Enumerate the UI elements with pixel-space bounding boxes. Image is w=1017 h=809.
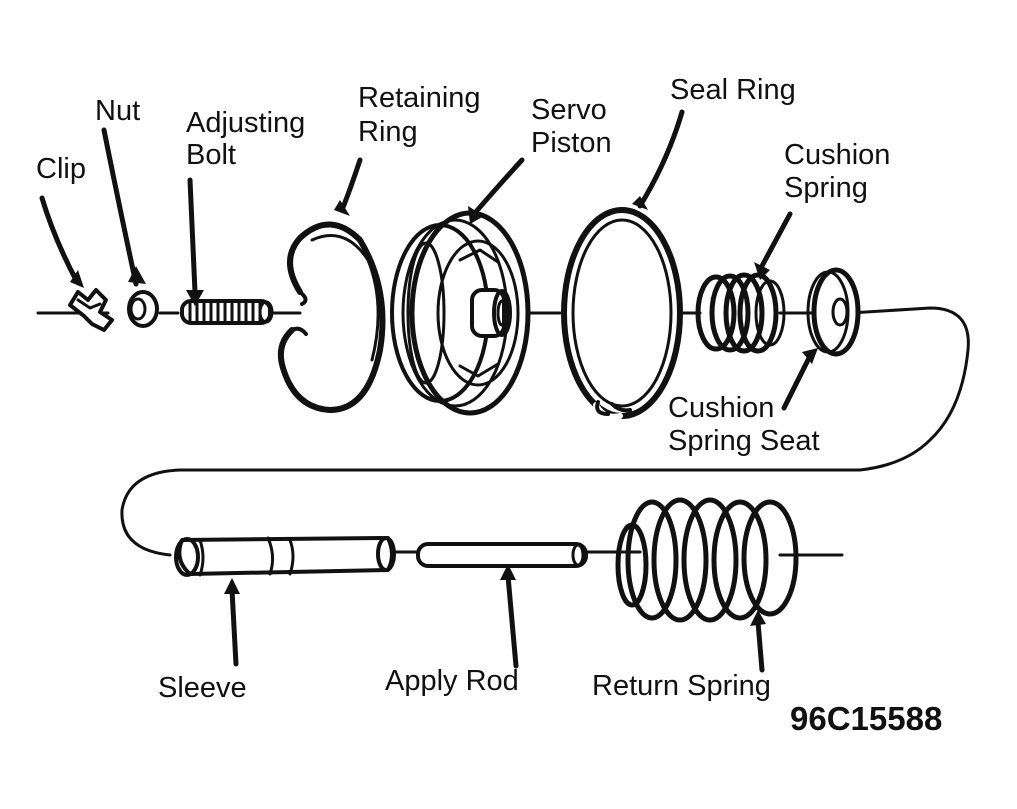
arrow-clip (39, 195, 79, 283)
arrow-retaining-ring (339, 157, 363, 213)
figure-code: 96C15588 (790, 700, 943, 737)
label-apply-rod: Apply Rod (385, 665, 519, 697)
label-retaining-ring-line2: Ring (358, 116, 418, 148)
label-adjusting-bolt-line1: Adjusting (186, 107, 306, 139)
label-retaining-ring-line1: Retaining (358, 82, 481, 114)
label-clip: Clip (36, 153, 86, 185)
arrow-cushion-spring-seat (781, 353, 813, 411)
arrow-adjusting-bolt (187, 177, 198, 295)
arrow-cushion-spring (759, 211, 793, 269)
centerline-loop (120, 306, 970, 557)
arrow-heads (70, 196, 818, 626)
label-seal-ring: Seal Ring (670, 74, 796, 106)
adjusting-bolt-part (180, 299, 274, 325)
clip-part (68, 288, 114, 332)
cushion-spring-part (695, 272, 786, 354)
label-servo-piston-line1: Servo (531, 94, 607, 126)
nut-part (127, 290, 159, 328)
label-cushion-spring-line2: Spring (784, 172, 868, 204)
seal-ring-part (561, 207, 683, 420)
arrow-nut (101, 127, 139, 287)
label-cushion-spring-line1: Cushion (784, 139, 891, 171)
return-spring-part (615, 497, 799, 623)
label-nut: Nut (95, 95, 141, 127)
arrow-servo-piston (471, 157, 525, 217)
cushion-spring-seat-part (806, 267, 861, 357)
label-servo-piston-line2: Piston (531, 127, 612, 159)
arrow-sleeve (229, 587, 239, 667)
retaining-ring-part (277, 221, 386, 413)
centerline-bottom (393, 550, 844, 557)
arrow-apply-rod (505, 573, 519, 669)
sleeve-part (174, 536, 396, 577)
label-adjusting-bolt-line2: Bolt (186, 139, 236, 171)
apply-rod-part (416, 542, 588, 568)
arrow-return-spring (755, 619, 765, 673)
label-cushion-spring-seat-line1: Cushion (668, 392, 775, 424)
servo-piston-part (390, 210, 531, 416)
arrow-seal-ring (637, 109, 685, 209)
label-cushion-spring-seat-line2: Spring Seat (668, 425, 820, 457)
label-sleeve: Sleeve (158, 672, 247, 704)
label-return-spring: Return Spring (592, 670, 771, 702)
